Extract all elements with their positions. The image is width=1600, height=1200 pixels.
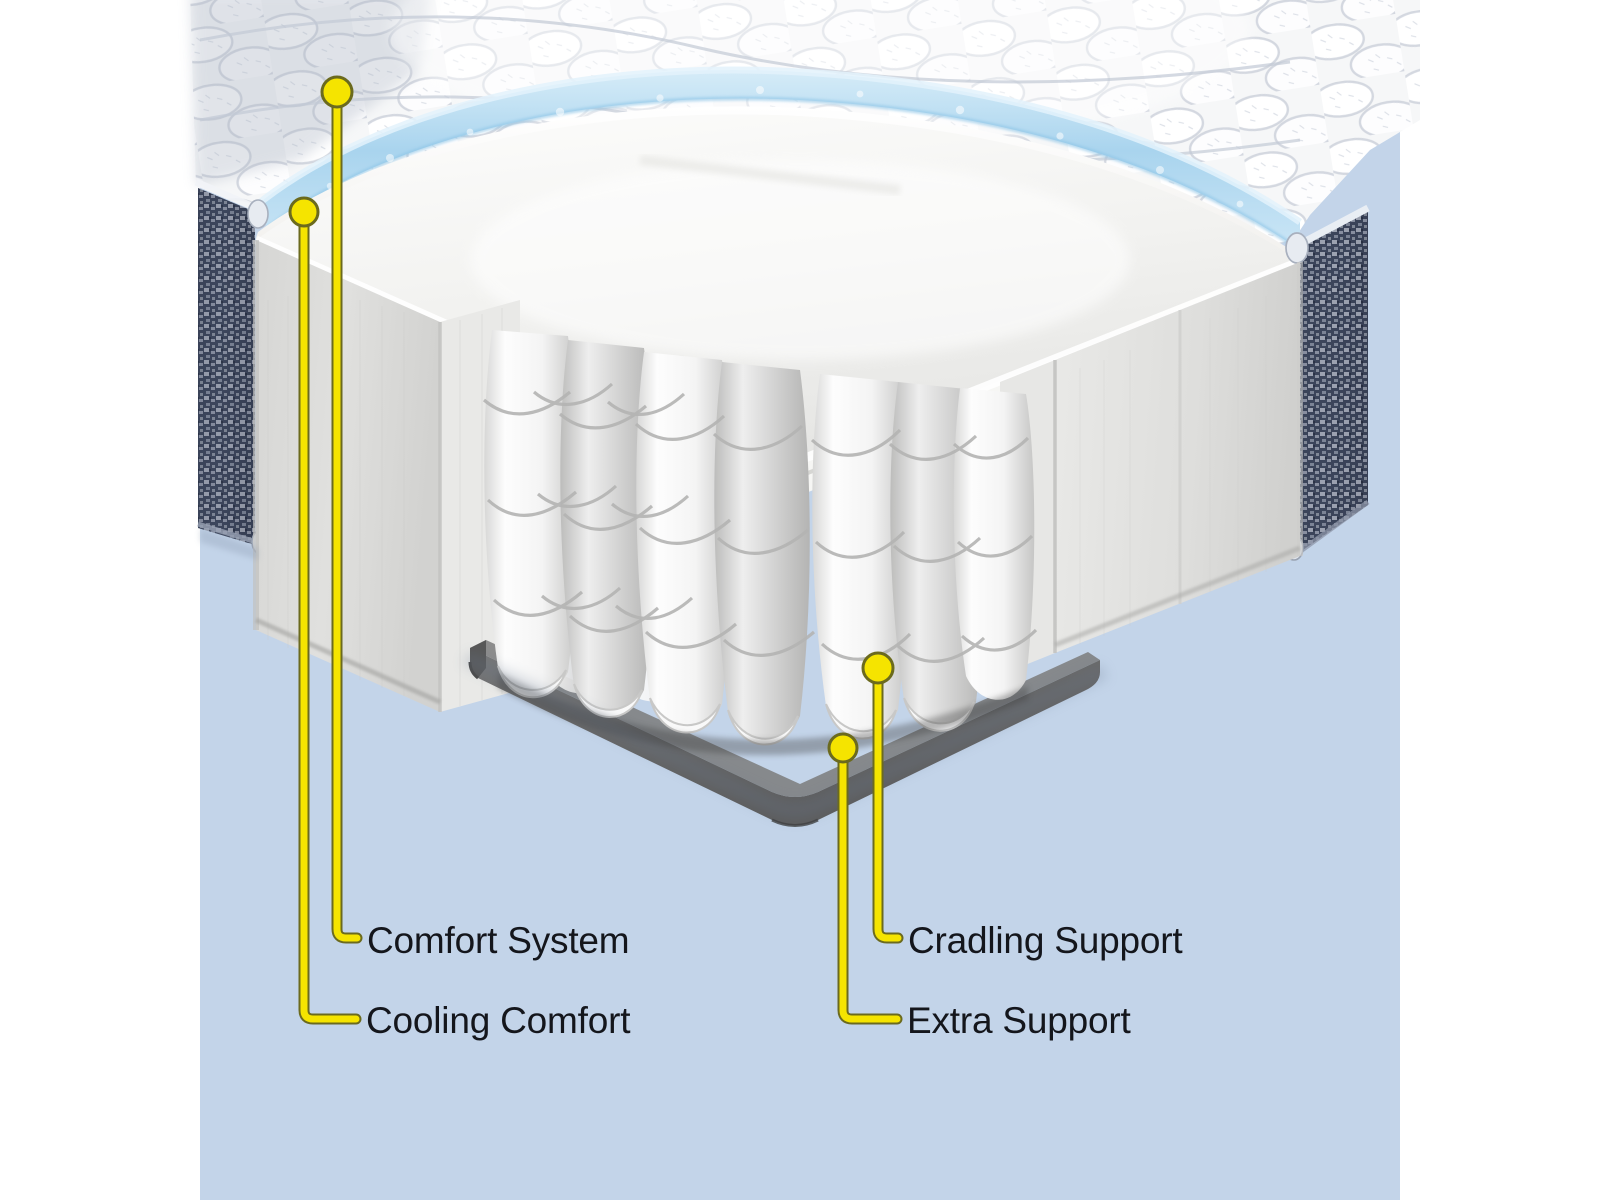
callout-dot-comfort-system [320, 75, 354, 109]
callout-label-cooling-comfort: Cooling Comfort [366, 1000, 631, 1041]
side-border-right-navy [1298, 204, 1370, 553]
callout-label-comfort-system: Comfort System [367, 920, 630, 961]
callout-label-extra-support: Extra Support [907, 1000, 1131, 1041]
cradling-support-pocket-coils [482, 330, 1038, 756]
callout-dot-extra-support [827, 732, 859, 764]
callout-dot-cradling-support [861, 651, 895, 685]
cooling-comfort-gel-layer [250, 66, 1302, 252]
callout-leaders [288, 75, 904, 1025]
side-border-left-navy [194, 178, 258, 545]
callout-dot-cooling-comfort [288, 196, 320, 228]
callout-label-cradling-support: Cradling Support [908, 920, 1183, 961]
